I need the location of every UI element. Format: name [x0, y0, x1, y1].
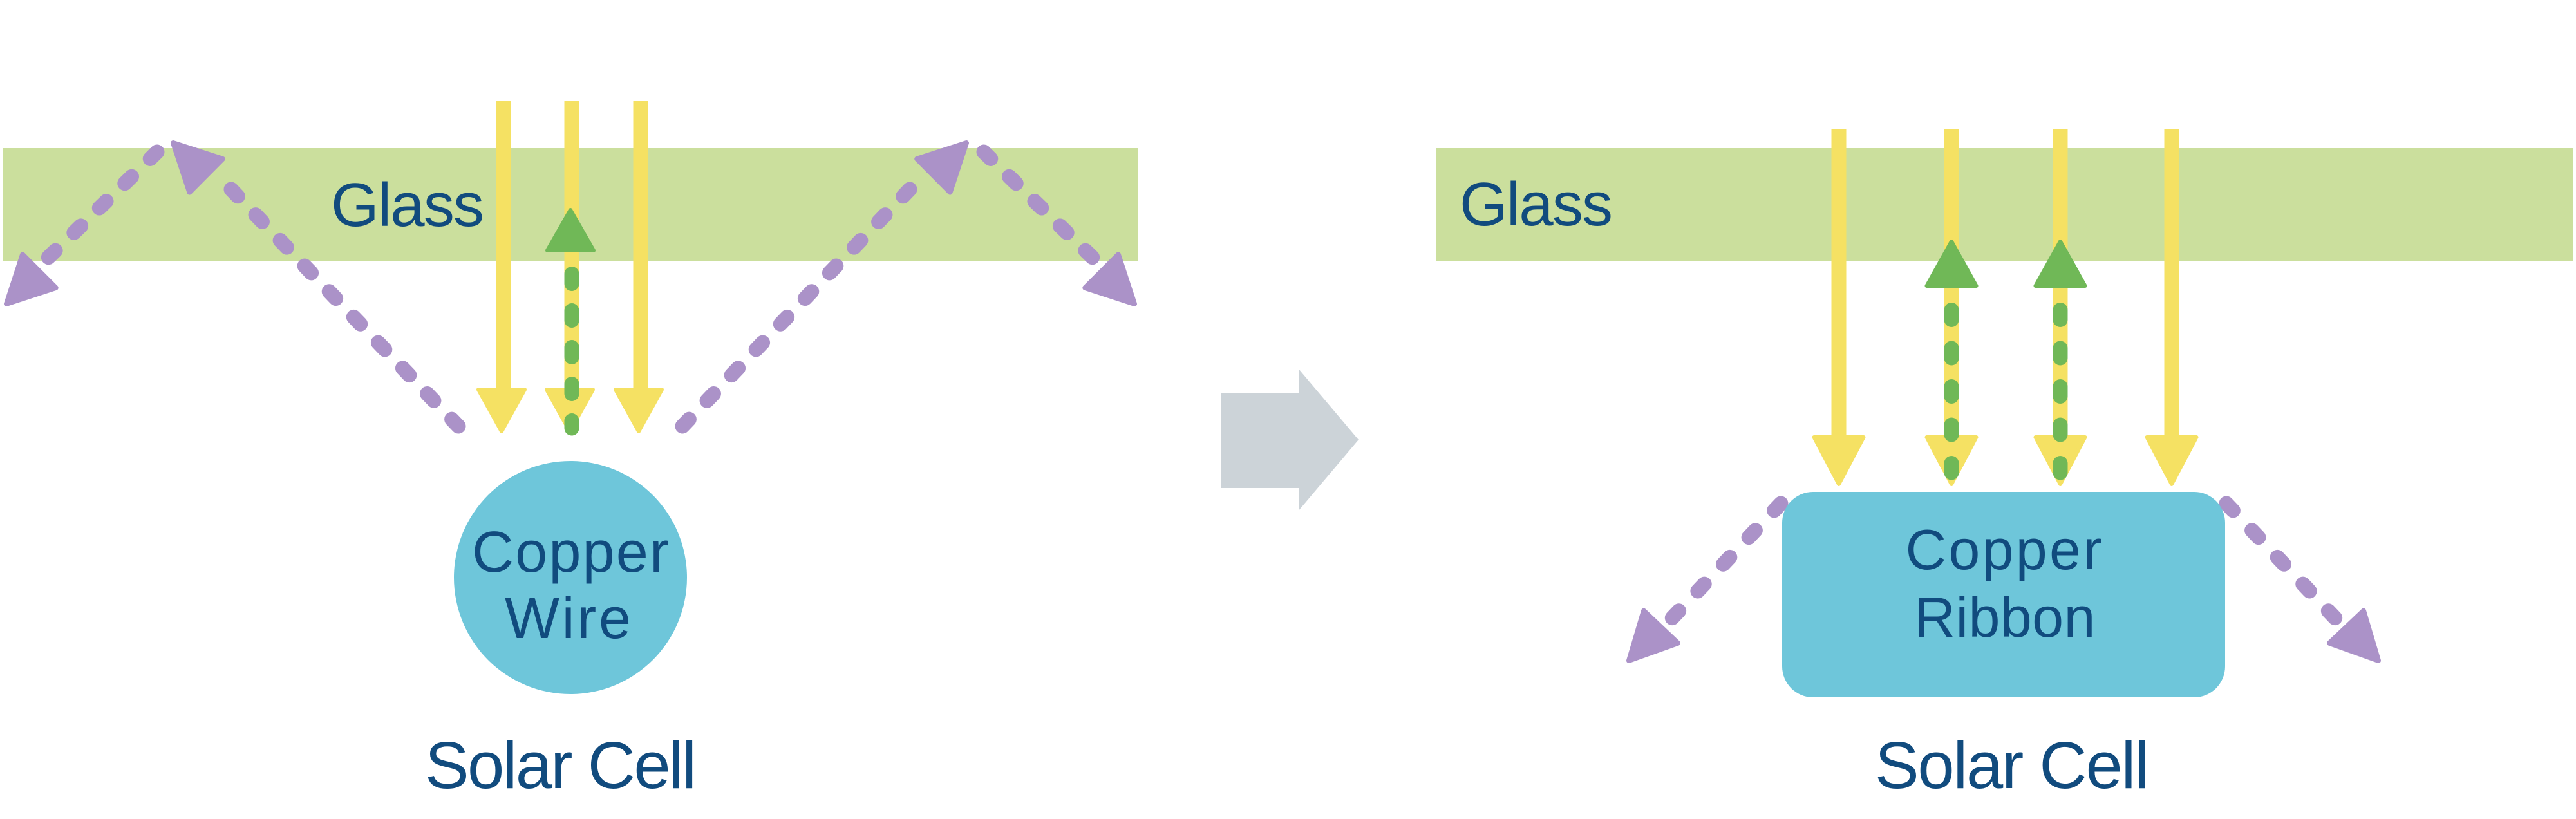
svg-text:Ribbon: Ribbon [1915, 585, 2096, 649]
svg-text:Glass: Glass [1460, 170, 1613, 239]
svg-text:Copper: Copper [1906, 518, 2102, 581]
svg-text:Wire: Wire [505, 587, 631, 651]
svg-text:Copper: Copper [472, 520, 669, 585]
svg-text:Solar Cell: Solar Cell [425, 728, 697, 802]
svg-text:Glass: Glass [331, 171, 484, 240]
svg-text:Solar Cell: Solar Cell [1875, 728, 2149, 802]
